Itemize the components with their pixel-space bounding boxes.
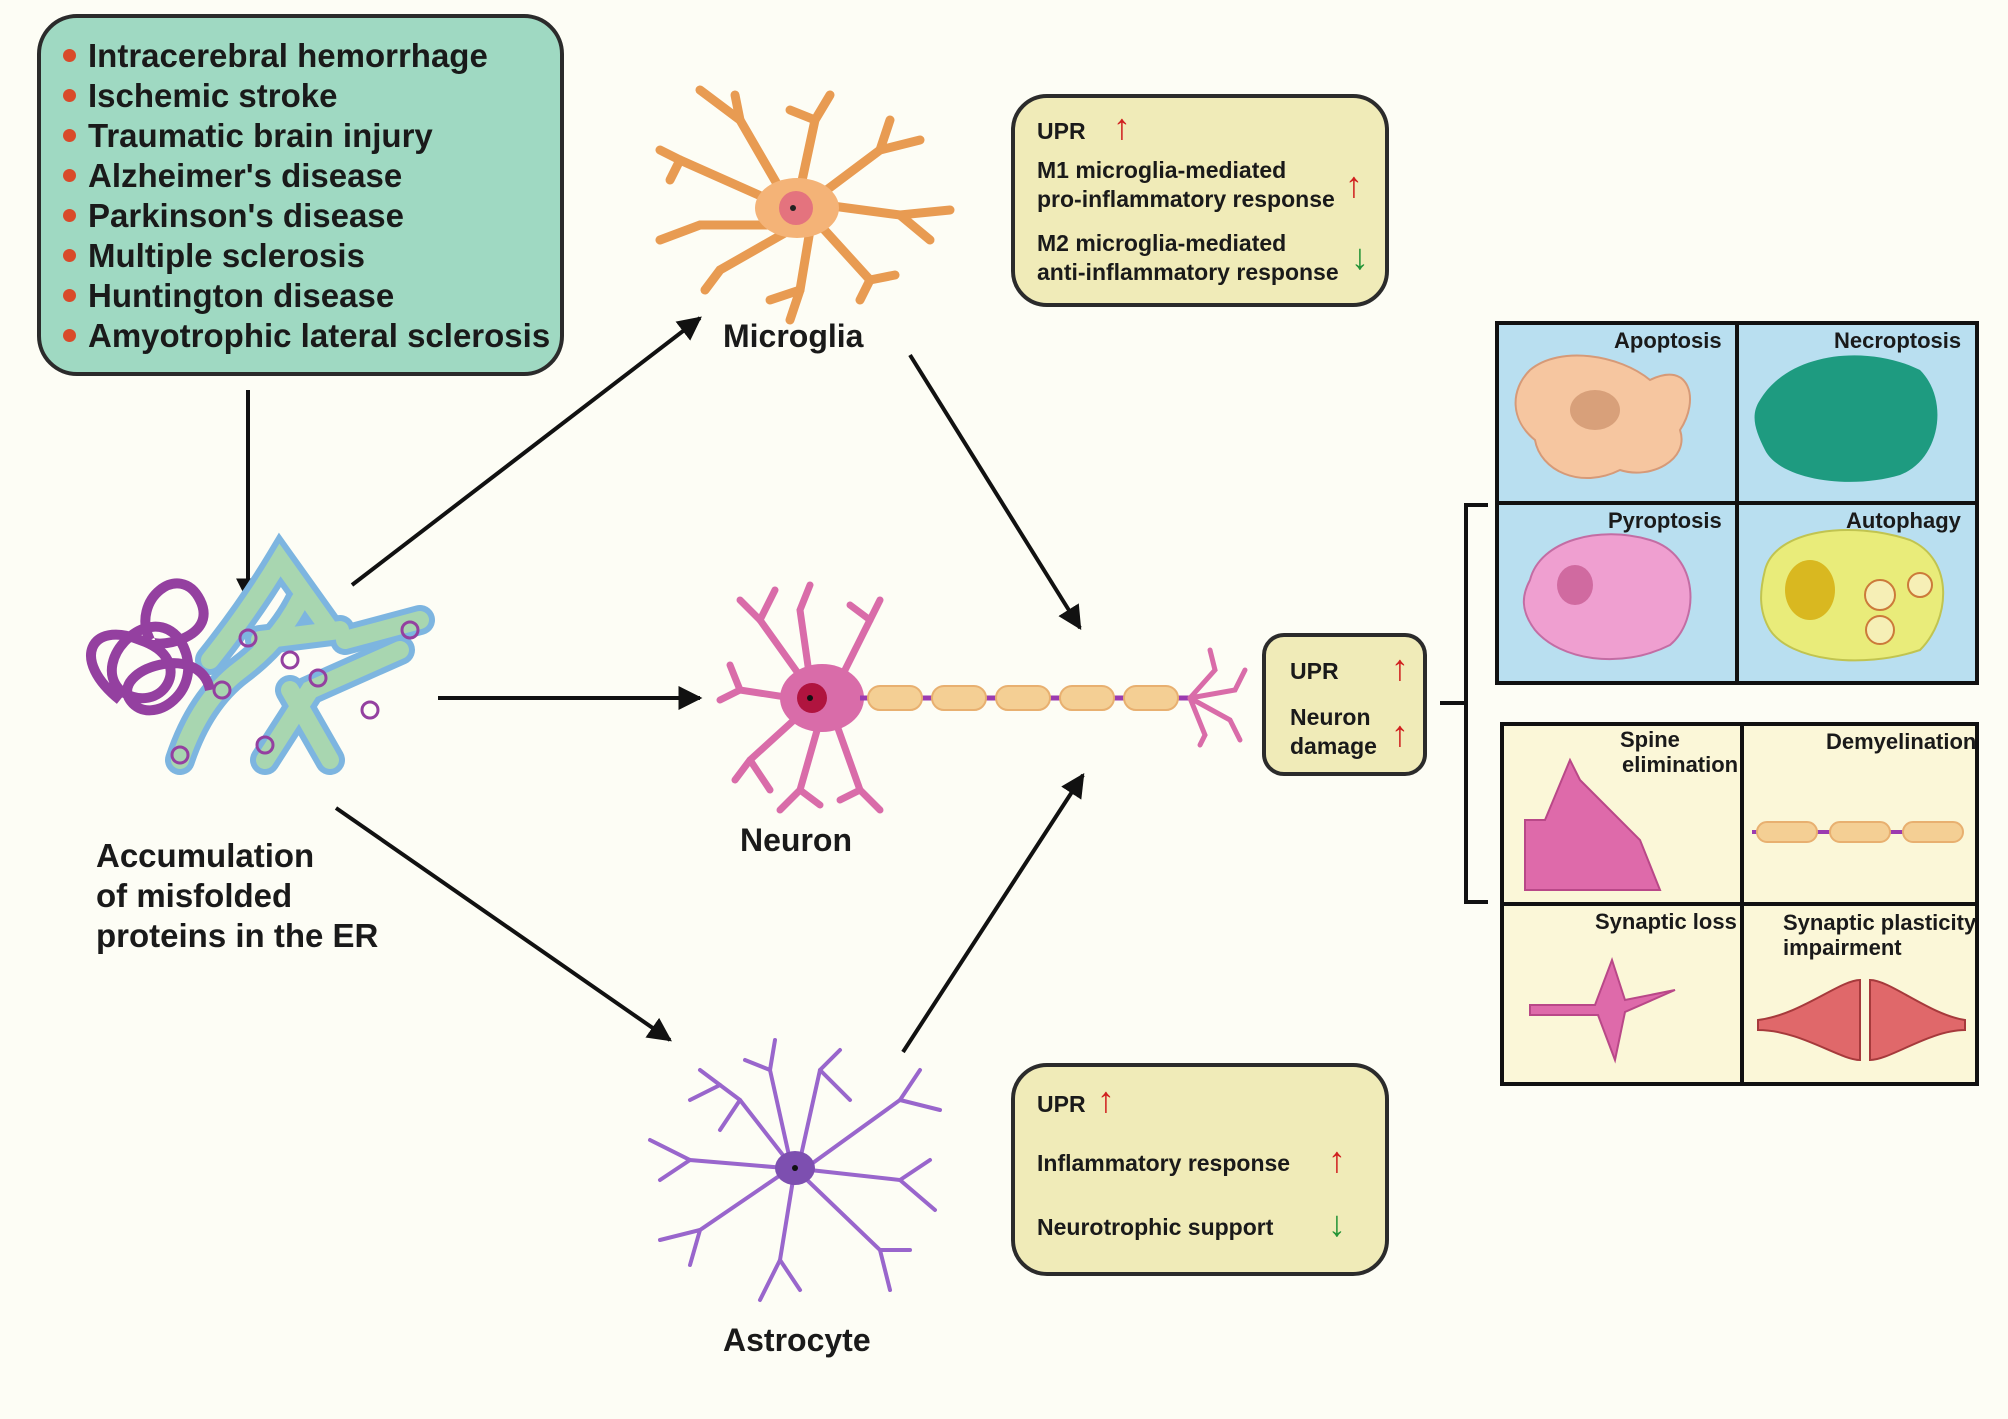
- misfolded-protein-coil: [86, 578, 215, 716]
- astrocyte-effects-box: UPR ↑ Inflammatory response ↑ Neurotroph…: [1011, 1063, 1389, 1276]
- up-arrow-icon: ↑: [1345, 164, 1363, 205]
- pyroptosis-cell: [1522, 533, 1692, 661]
- bullet-icon: [63, 208, 76, 222]
- microglia-label: Microglia: [723, 318, 864, 354]
- m2-line1: M2 microglia-mediated: [1037, 230, 1287, 256]
- neuron-damage-line1: Neuron: [1290, 704, 1371, 730]
- neuron-damage-line2: damage: [1290, 733, 1377, 759]
- microglia-upr-label: UPR: [1037, 118, 1086, 144]
- synapse-panel-grid: [1500, 722, 1979, 1086]
- neuron-label: Neuron: [740, 822, 852, 858]
- disease-item: Parkinson's disease: [63, 196, 560, 236]
- astrocyte-upr-label: UPR: [1037, 1091, 1086, 1117]
- spine-elimination-label-2: elimination: [1622, 752, 1739, 777]
- neuron-upr-label: UPR: [1290, 658, 1339, 684]
- up-arrow-icon: ↑: [1097, 1079, 1115, 1120]
- disease-item: Multiple sclerosis: [63, 236, 560, 276]
- protein-aggregates: [170, 620, 420, 765]
- bracket: [1464, 503, 1488, 904]
- bullet-icon: [63, 128, 76, 142]
- disease-item: Amyotrophic lateral sclerosis: [63, 316, 560, 356]
- arrow-er-to-astrocyte: [334, 806, 672, 1042]
- er-accumulation-label: Accumulation of misfolded proteins in th…: [96, 837, 379, 954]
- disease-list-box: Intracerebral hemorrhage Ischemic stroke…: [37, 14, 564, 376]
- down-arrow-icon: ↓: [1351, 236, 1369, 277]
- disease-item: Ischemic stroke: [63, 76, 560, 116]
- m1-line1: M1 microglia-mediated: [1037, 157, 1287, 183]
- neurotrophic-support-label: Neurotrophic support: [1037, 1214, 1274, 1240]
- postsynaptic-terminal: [1869, 978, 1966, 1062]
- up-arrow-icon: ↑: [1391, 713, 1409, 754]
- cell-death-panel-grid: [1495, 321, 1979, 685]
- bullet-icon: [63, 48, 76, 62]
- disease-list: Intracerebral hemorrhage Ischemic stroke…: [63, 36, 560, 356]
- down-arrow-icon: ↓: [1328, 1203, 1346, 1244]
- demyelination-label: Demyelination: [1826, 729, 1977, 754]
- m2-line2: anti-inflammatory response: [1037, 259, 1339, 285]
- astrocyte-illustration: [648, 1038, 942, 1302]
- up-arrow-icon: ↑: [1113, 106, 1131, 147]
- er-illustration: [86, 532, 435, 775]
- synaptic-loss-dendrite: [1529, 956, 1676, 1064]
- disease-item: Alzheimer's disease: [63, 156, 560, 196]
- bullet-icon: [63, 248, 76, 262]
- bullet-icon: [63, 168, 76, 182]
- spine-elimination-dendrite: [1524, 757, 1662, 891]
- myelin-sheaths: [867, 685, 1179, 711]
- synaptic-loss-label: Synaptic loss: [1595, 909, 1737, 934]
- up-arrow-icon: ↑: [1391, 647, 1409, 688]
- apoptosis-label: Apoptosis: [1614, 328, 1722, 353]
- arrow-microglia-to-neuron: [908, 353, 1082, 631]
- neuron-effects-box: UPR ↑ Neuron damage ↑: [1262, 633, 1427, 776]
- synaptic-plasticity-label-2: impairment: [1783, 935, 1902, 960]
- disease-item: Huntington disease: [63, 276, 560, 316]
- demyelination-sheaths: [1756, 821, 1964, 843]
- pyroptosis-label: Pyroptosis: [1608, 508, 1722, 533]
- flow-arrows: [236, 316, 1488, 1054]
- arrow-er-to-microglia: [350, 316, 702, 587]
- bullet-icon: [63, 88, 76, 102]
- disease-item: Intracerebral hemorrhage: [63, 36, 560, 76]
- inflammatory-response-label: Inflammatory response: [1037, 1150, 1291, 1176]
- up-arrow-icon: ↑: [1328, 1139, 1346, 1180]
- microglia-effects-box: UPR ↑ M1 microglia-mediated pro-inflamma…: [1011, 94, 1389, 307]
- bullet-icon: [63, 328, 76, 342]
- necroptosis-cell: [1754, 355, 1938, 482]
- neuron-illustration: [716, 581, 1248, 814]
- synaptic-plasticity-label-1: Synaptic plasticity: [1783, 910, 1977, 935]
- m1-line2: pro-inflammatory response: [1037, 186, 1335, 212]
- microglia-illustration: [655, 85, 955, 325]
- autophagy-label: Autophagy: [1846, 508, 1961, 533]
- disease-item: Traumatic brain injury: [63, 116, 560, 156]
- bullet-icon: [63, 288, 76, 302]
- arrow-astrocyte-to-neuron: [901, 772, 1085, 1054]
- spine-elimination-label-1: Spine: [1620, 727, 1680, 752]
- necroptosis-label: Necroptosis: [1834, 328, 1962, 353]
- presynaptic-terminal: [1757, 978, 1861, 1062]
- astrocyte-label: Astrocyte: [723, 1322, 871, 1358]
